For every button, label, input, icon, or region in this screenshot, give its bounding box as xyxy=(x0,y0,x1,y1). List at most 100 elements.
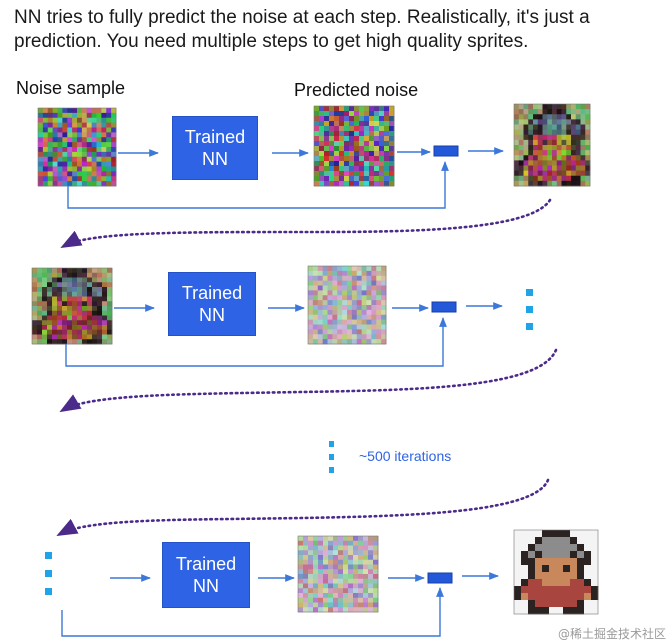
pixel xyxy=(101,127,107,133)
pixel xyxy=(591,568,595,573)
pixel xyxy=(535,565,539,569)
pixel xyxy=(528,596,532,601)
pixel xyxy=(358,574,364,580)
pixel xyxy=(566,610,571,615)
pixel xyxy=(337,285,343,291)
pixel xyxy=(67,137,73,143)
pixel xyxy=(312,266,319,272)
predicted-noise-image-2 xyxy=(307,265,387,345)
final-sprite-image xyxy=(513,529,599,615)
pixel xyxy=(371,290,377,296)
pixel xyxy=(381,290,387,296)
pixel xyxy=(531,530,536,534)
pixel xyxy=(587,547,592,552)
pixel xyxy=(587,551,592,555)
pixel xyxy=(72,151,78,158)
pixel xyxy=(566,558,571,562)
pixel xyxy=(347,329,353,335)
pixel xyxy=(542,180,548,187)
pixel xyxy=(566,170,572,177)
pixel xyxy=(381,300,387,306)
pixel xyxy=(312,339,319,345)
pixel xyxy=(518,160,524,166)
pixel xyxy=(542,124,548,131)
pixel xyxy=(317,334,324,340)
pixel xyxy=(538,547,543,552)
pixel xyxy=(521,568,525,573)
pixel xyxy=(102,310,108,316)
pixel xyxy=(62,108,68,114)
pixel xyxy=(52,166,58,172)
pixel xyxy=(552,109,558,115)
pixel xyxy=(381,319,387,325)
pixel xyxy=(364,116,370,122)
pixel xyxy=(577,540,581,545)
pixel xyxy=(358,602,364,608)
pixel xyxy=(591,610,595,615)
pixel xyxy=(537,165,543,172)
pixel xyxy=(584,586,588,590)
pixel xyxy=(77,151,83,158)
pixel xyxy=(580,155,586,161)
pixel xyxy=(547,180,553,187)
pixel xyxy=(587,554,592,559)
pixel xyxy=(577,582,581,587)
pixel xyxy=(334,156,340,162)
pixel xyxy=(563,572,567,576)
pixel xyxy=(361,270,367,277)
pixel xyxy=(556,554,560,559)
pixel xyxy=(332,266,338,272)
pixel xyxy=(342,300,348,306)
pixel xyxy=(324,136,330,142)
pixel xyxy=(62,142,68,148)
pixel xyxy=(580,568,585,573)
pixel xyxy=(376,339,382,345)
pixel xyxy=(571,150,577,156)
pixel xyxy=(303,574,309,580)
pixel xyxy=(379,181,385,187)
partially-denoised-sprite-1 xyxy=(513,103,591,187)
pixel xyxy=(573,589,578,594)
pixel xyxy=(545,551,550,555)
pixel xyxy=(584,530,588,534)
pixel xyxy=(371,270,377,277)
pixel xyxy=(92,272,98,278)
pixel xyxy=(32,296,38,302)
pixel xyxy=(111,151,117,158)
pixel xyxy=(358,578,364,584)
pixel xyxy=(561,139,567,146)
pixel xyxy=(328,550,334,556)
pixel xyxy=(580,104,586,110)
pixel xyxy=(566,530,571,534)
pixel xyxy=(72,122,78,128)
pixel xyxy=(524,586,529,590)
pixel xyxy=(542,104,548,110)
pixel xyxy=(82,339,88,345)
pixel xyxy=(517,561,522,566)
pixel xyxy=(584,551,588,555)
pixel xyxy=(308,583,314,589)
predicted-noise-image-3 xyxy=(297,535,379,613)
pixel xyxy=(107,287,113,293)
pixel xyxy=(563,554,567,559)
pixel xyxy=(524,558,529,562)
pixel xyxy=(545,565,550,569)
pixel xyxy=(312,324,319,330)
pixel xyxy=(91,112,97,119)
pixel xyxy=(334,136,340,142)
pixel xyxy=(52,310,58,316)
pixel xyxy=(358,583,364,589)
pixel xyxy=(77,117,83,124)
pixel xyxy=(81,171,88,177)
pixel xyxy=(535,610,539,615)
pixel xyxy=(535,575,539,580)
pixel xyxy=(364,131,370,137)
pixel xyxy=(364,166,370,172)
pixel xyxy=(353,574,359,580)
pixel xyxy=(531,575,536,580)
pixel xyxy=(107,325,113,331)
pixel xyxy=(528,568,532,573)
pixel xyxy=(521,575,525,580)
pixel xyxy=(528,561,532,566)
pixel xyxy=(343,550,349,556)
